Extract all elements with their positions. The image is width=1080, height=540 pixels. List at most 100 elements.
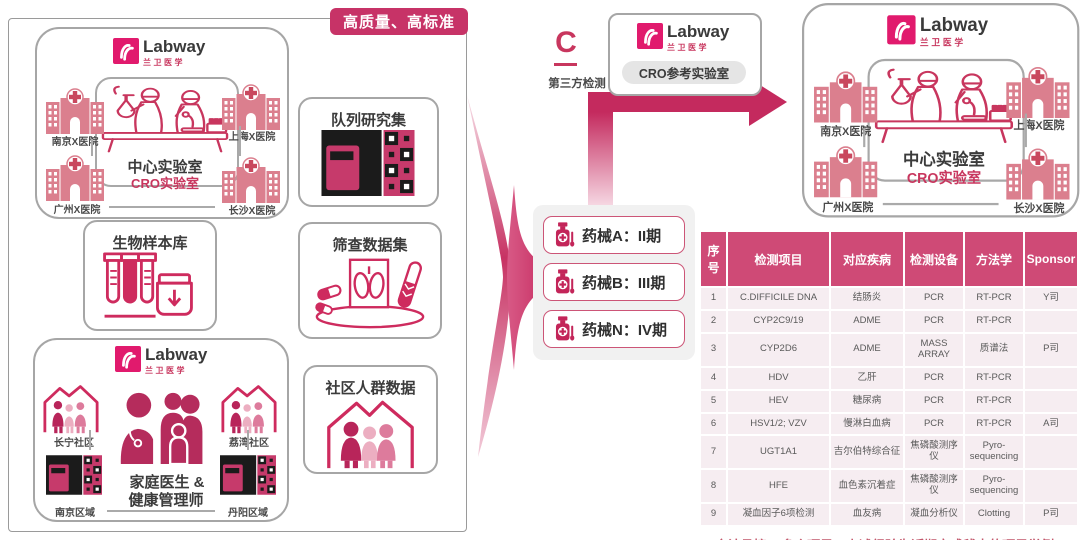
connector-line — [863, 128, 866, 148]
col-header: Sponsor — [1025, 232, 1077, 286]
lab-scene-icon — [99, 79, 231, 153]
hospital-network-box: Labway 兰卫医学 南京X医院 上海X医院 广州X医院 长沙X医院 中心实验… — [35, 27, 289, 219]
brand-name-cn: 兰卫医学 — [667, 43, 709, 52]
lab-scene-icon — [872, 61, 1016, 144]
labway-logo: Labway 兰卫医学 — [115, 346, 207, 376]
col-header: 对应疾病 — [831, 232, 905, 286]
community-data-box: 社区人群数据 — [303, 365, 438, 474]
project-panel: 药械A：II期 药械B：III期 药械N：IV期 — [533, 205, 695, 360]
hospital-icon — [814, 146, 877, 197]
brand-name-cn: 兰卫医学 — [145, 366, 187, 375]
col-header: 检测设备 — [905, 232, 965, 286]
labway-logo-mark — [887, 15, 916, 45]
hospital-network-box-right: Labway 兰卫医学 南京X医院 上海X医院 广州X医院 长沙X医院 中心实验… — [802, 3, 1080, 218]
site-label: 丹阳区域 — [228, 508, 268, 519]
quality-badge: 高质量、高标准 — [330, 8, 468, 35]
hospital-label: 上海X医院 — [228, 132, 276, 143]
connector-line — [107, 510, 215, 512]
central-lab-title: 中心实验室 — [903, 150, 985, 170]
server-rack-icon — [46, 450, 102, 500]
labway-logo-mark — [637, 23, 663, 49]
table-header-row: 序号 检测项目 对应疾病 检测设备 方法学 Sponsor — [701, 232, 1077, 286]
biobank-tubes-icon — [102, 252, 194, 320]
col-header: 序号 — [701, 232, 728, 286]
col-header: 方法学 — [965, 232, 1025, 286]
hospital-label: 广州X医院 — [53, 205, 101, 216]
project-pill: 药械N：IV期 — [543, 310, 685, 348]
doctor-family-icon — [118, 390, 210, 464]
server-rack-icon — [220, 450, 276, 500]
labway-logo: Labway 兰卫医学 — [637, 23, 729, 53]
brand-name: Labway — [143, 37, 206, 56]
cro-pill: CRO参考实验室 — [622, 61, 746, 84]
hospital-label: 广州X医院 — [822, 201, 874, 215]
community-house-icon — [218, 380, 280, 436]
connector-line — [239, 126, 241, 156]
connector-line — [91, 139, 93, 156]
project-label: 药械N：IV期 — [582, 321, 668, 339]
third-party-label: 第三方检测 — [548, 78, 606, 90]
server-rack-icon — [321, 130, 415, 196]
house-family-icon — [323, 394, 418, 470]
hospital-icon — [1006, 67, 1069, 118]
labway-logo: Labway 兰卫医学 — [113, 38, 205, 68]
site-label: 荔湾社区 — [229, 438, 269, 449]
central-lab-subtitle: CRO实验室 — [131, 176, 199, 191]
connector-line — [89, 430, 91, 450]
labway-logo: Labway 兰卫医学 — [887, 15, 988, 49]
medicine-bottle-icon — [553, 222, 575, 248]
community-data-title: 社区人群数据 — [325, 380, 416, 397]
c-underline — [554, 63, 577, 66]
brand-name: Labway — [667, 22, 730, 41]
family-doctor-line2: 健康管理师 — [128, 492, 204, 509]
brand-name-cn: 兰卫医学 — [143, 58, 185, 67]
hospital-icon — [46, 155, 104, 201]
hospital-icon — [814, 71, 877, 122]
hospital-label: 南京X医院 — [820, 125, 872, 139]
connector-line — [247, 430, 249, 450]
labway-glyph-icon — [889, 18, 913, 43]
biobank-box: 生物样本库 — [83, 220, 217, 331]
project-pill: 药械B：III期 — [543, 263, 685, 301]
central-lab-title: 中心实验室 — [127, 159, 203, 176]
brand-name: Labway — [145, 345, 208, 364]
hospital-icon — [1006, 148, 1069, 199]
hospital-label: 上海X医院 — [1013, 120, 1065, 133]
brand-name: Labway — [919, 14, 989, 36]
brand-name-cn: 兰卫医学 — [919, 37, 966, 48]
hospital-label: 长沙X医院 — [1013, 202, 1065, 216]
hospital-label: 长沙X医院 — [228, 206, 276, 217]
cohort-box: 队列研究集 — [298, 97, 439, 207]
project-pill: 药械A：II期 — [543, 216, 685, 254]
hospital-icon — [222, 157, 280, 203]
community-network-box: Labway 兰卫医学 长宁社区 荔湾社区 南京区域 丹阳区域 家庭医生 & 健… — [33, 338, 289, 522]
cro-reference-box: Labway 兰卫医学 CRO参考实验室 — [608, 13, 762, 96]
cohort-title: 队列研究集 — [330, 112, 407, 129]
table-note: ◆ 合计承接80多个项目，上述经验为近期完成稽查的项目举例。 — [701, 535, 1079, 540]
connector-line — [109, 206, 215, 208]
labway-glyph-icon — [117, 348, 139, 370]
c-label: C — [555, 26, 577, 59]
project-label: 药械A：II期 — [582, 227, 662, 245]
hospital-icon — [46, 88, 104, 134]
medicine-bottle-icon — [553, 316, 575, 342]
labway-glyph-icon — [639, 25, 661, 47]
hospital-label: 南京X医院 — [51, 137, 99, 148]
col-header: 检测项目 — [728, 232, 831, 286]
central-lab-subtitle: CRO实验室 — [906, 169, 982, 187]
biobank-title: 生物样本库 — [112, 235, 188, 252]
hospital-icon — [222, 84, 280, 130]
family-doctor-line1: 家庭医生 & — [129, 474, 205, 491]
